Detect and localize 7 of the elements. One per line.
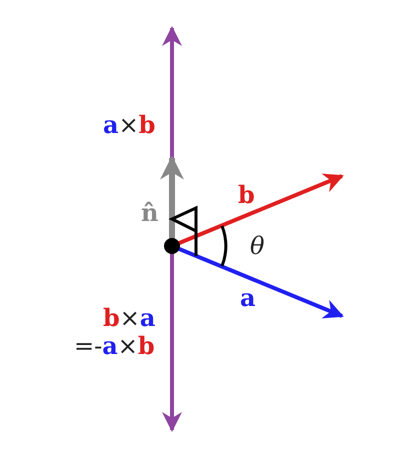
- vector-label: n̂: [141, 199, 158, 227]
- vector-label: b×a: [103, 304, 156, 332]
- vector-label: a: [240, 284, 256, 312]
- vector-label: =-a×b: [74, 332, 155, 360]
- vector-label: b: [238, 181, 255, 209]
- vector-label: θ: [250, 232, 264, 260]
- vector-label: a×b: [103, 111, 156, 139]
